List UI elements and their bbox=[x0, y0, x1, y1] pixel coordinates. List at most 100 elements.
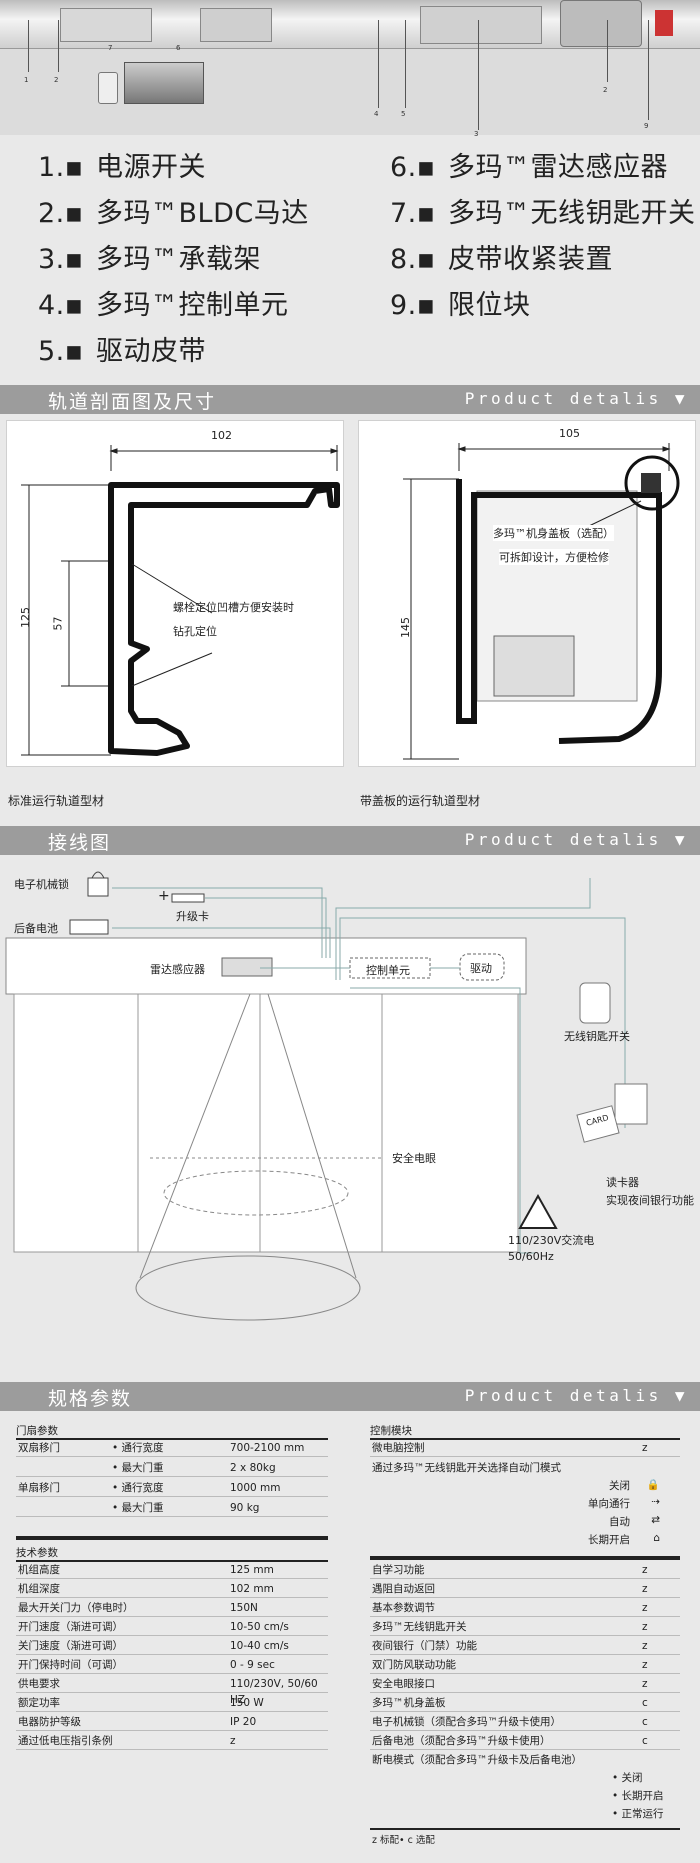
mode-label: 关闭 bbox=[609, 1480, 630, 1492]
callout-number: 2 bbox=[603, 86, 608, 94]
table-row: 开门速度（渐进可调）10-50 cm/s bbox=[16, 1619, 328, 1636]
wireless-label: 无线钥匙开关 bbox=[564, 1030, 630, 1043]
callout-number: 1 bbox=[24, 76, 29, 84]
dim-inner: 57 bbox=[51, 616, 65, 631]
dim-width: 105 bbox=[559, 427, 580, 440]
profile-caption: 标准运行轨道型材 bbox=[8, 794, 105, 808]
part-item: 7.▪多玛™无线钥匙开关 bbox=[390, 198, 696, 229]
part-item: 8.▪皮带收紧装置 bbox=[390, 244, 613, 275]
profile-note: 螺栓定位凹槽方便安装时 bbox=[173, 601, 294, 614]
section-link[interactable]: Product detalis ▼ bbox=[464, 389, 688, 408]
part-item: 6.▪多玛™雷达感应器 bbox=[390, 152, 668, 183]
legend: z 标配• c 选配 bbox=[372, 1835, 435, 1846]
callout-line bbox=[378, 20, 379, 108]
mode-list: 关闭🔒 单向通行⇢ 自动⇄ 长期开启⌂ bbox=[370, 1478, 680, 1552]
one-way-icon: ⇢ bbox=[651, 1496, 660, 1508]
callout-number: 9 bbox=[644, 122, 649, 130]
section-header-wiring: 接线图 Product detalis ▼ bbox=[0, 826, 700, 855]
dim-width: 102 bbox=[211, 429, 232, 442]
section-link[interactable]: Product detalis ▼ bbox=[464, 1386, 688, 1405]
track-profile-drawing bbox=[21, 445, 340, 756]
callout-line bbox=[58, 20, 59, 72]
power-mode-option: • 长期开启 bbox=[612, 1790, 664, 1802]
dim-height: 125 bbox=[19, 607, 32, 628]
section-link[interactable]: Product detalis ▼ bbox=[464, 830, 688, 849]
safety-label: 安全电眼 bbox=[392, 1152, 436, 1165]
carrier-right bbox=[420, 6, 542, 44]
section-header-spec: 规格参数 Product detalis ▼ bbox=[0, 1382, 700, 1411]
profile-panel-standard: 102 125 57 螺栓定位凹槽方便安装时 钻孔定位 bbox=[6, 420, 344, 767]
door-title: 门扇参数 bbox=[16, 1424, 328, 1440]
callout-number: 7 bbox=[108, 44, 113, 52]
part-item: 5.▪驱动皮带 bbox=[38, 336, 206, 367]
power-mode-row: 断电模式（须配合多玛™升级卡及后备电池） bbox=[372, 1754, 582, 1766]
dim-height: 145 bbox=[399, 617, 412, 638]
open-icon: ⌂ bbox=[653, 1532, 660, 1544]
callout-line bbox=[478, 20, 479, 130]
radar-label: 雷达感应器 bbox=[150, 963, 205, 976]
section-title: 规格参数 bbox=[48, 1388, 133, 1410]
carrier-left bbox=[60, 8, 152, 42]
drive-label: 驱动 bbox=[470, 962, 492, 975]
battery-label: 后备电池 bbox=[14, 922, 58, 935]
auto-icon: ⇄ bbox=[651, 1514, 660, 1526]
control-label: 控制单元 bbox=[366, 964, 410, 977]
callout-number: 3 bbox=[474, 130, 479, 138]
motor-photo bbox=[560, 0, 642, 47]
profile-note: 可拆卸设计，方便检修 bbox=[499, 549, 609, 565]
mode-label: 长期开启 bbox=[588, 1534, 630, 1546]
mode-label: 自动 bbox=[609, 1516, 630, 1528]
tech-title: 技术参数 bbox=[16, 1546, 328, 1562]
section-title: 轨道剖面图及尺寸 bbox=[48, 391, 217, 413]
callout-line bbox=[607, 20, 608, 82]
profile-caption: 带盖板的运行轨道型材 bbox=[360, 794, 481, 808]
table-row: 开门保持时间（可调）0 - 9 sec bbox=[16, 1657, 328, 1674]
section-title: 接线图 bbox=[48, 832, 112, 854]
power-freq: 50/60Hz bbox=[508, 1250, 554, 1263]
lock-label: 电子机械锁 bbox=[14, 878, 69, 891]
callout-number: 4 bbox=[374, 110, 379, 118]
callout-line bbox=[28, 20, 29, 72]
product-photo: 1 2 7 6 4 5 3 2 9 bbox=[0, 0, 700, 138]
table-row: 关门速度（渐进可调）10-40 cm/s bbox=[16, 1638, 328, 1655]
table-row: 电子机械锁（须配合多玛™升级卡使用）c bbox=[370, 1714, 680, 1731]
part-item: 2.▪多玛™BLDC马达 bbox=[38, 198, 309, 229]
profile-note: 钻孔定位 bbox=[173, 625, 217, 638]
callout-number: 5 bbox=[401, 110, 406, 118]
part-item: 3.▪多玛™承载架 bbox=[38, 244, 261, 275]
power-mode-option: • 正常运行 bbox=[612, 1808, 664, 1820]
radar-photo bbox=[124, 62, 204, 104]
callout-number: 6 bbox=[176, 44, 181, 52]
callout-line bbox=[648, 20, 649, 120]
plus-sign: + bbox=[158, 888, 170, 904]
remote-photo bbox=[98, 72, 118, 104]
divider bbox=[370, 1556, 680, 1560]
profile-note: 多玛™机身盖板（选配） bbox=[493, 525, 614, 541]
part-item: 1.▪电源开关 bbox=[38, 152, 206, 183]
divider bbox=[16, 1536, 328, 1540]
wiring-drawing bbox=[5, 871, 648, 1321]
card-label: 升级卡 bbox=[176, 910, 209, 923]
table-row: 最大开关门力（停电时）150N bbox=[16, 1600, 328, 1617]
table-row: 后备电池（须配合多玛™升级卡使用）c bbox=[370, 1733, 680, 1750]
track-profile-cover-drawing bbox=[403, 443, 680, 760]
reader-label: 读卡器 bbox=[606, 1176, 639, 1189]
part-item: 4.▪多玛™控制单元 bbox=[38, 290, 289, 321]
